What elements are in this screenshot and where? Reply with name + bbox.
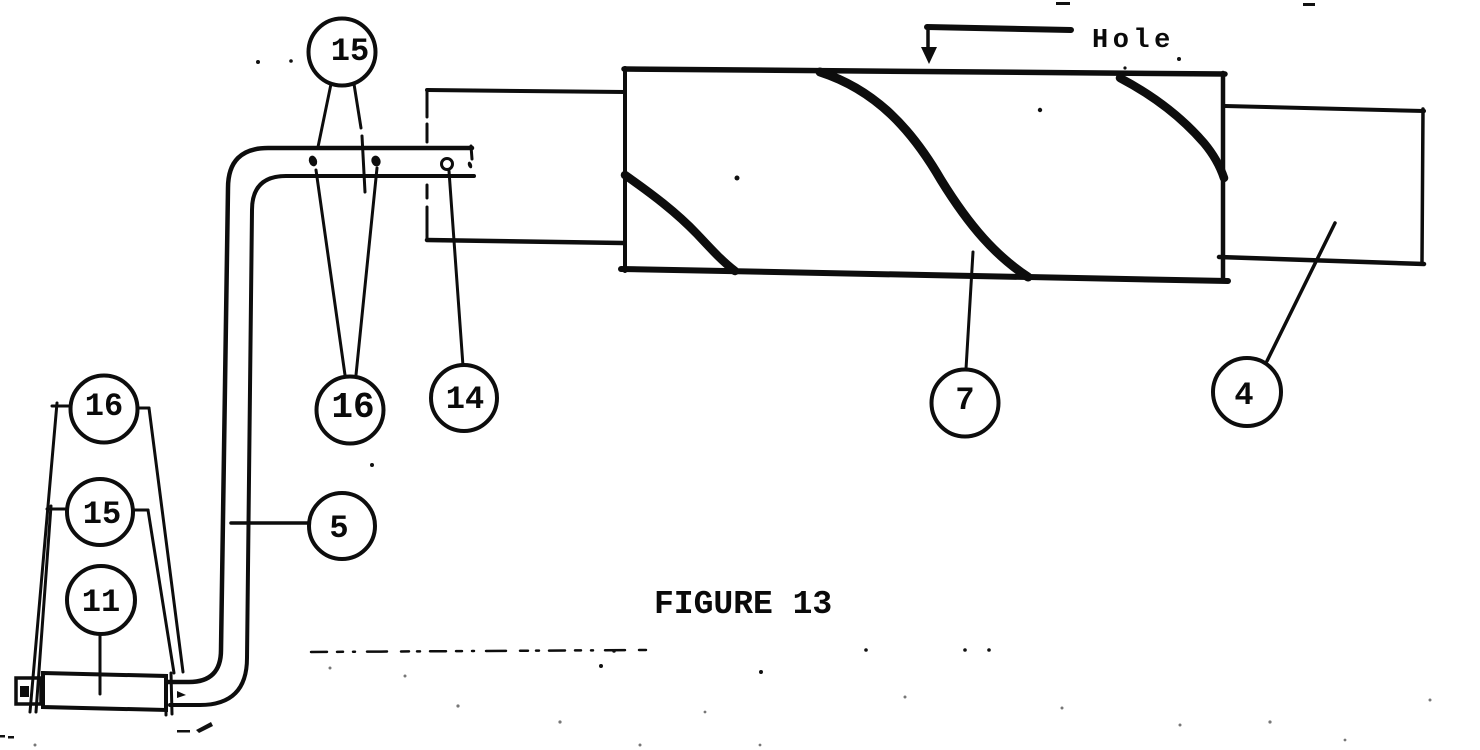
svg-text:16: 16 [331, 387, 374, 428]
svg-text:16: 16 [85, 388, 123, 425]
svg-text:15: 15 [83, 496, 121, 533]
svg-text:14: 14 [446, 381, 484, 418]
svg-text:Hole: Hole [1092, 26, 1175, 56]
svg-text:11: 11 [82, 584, 120, 621]
svg-text:15: 15 [331, 33, 369, 70]
svg-text:5: 5 [329, 510, 348, 547]
svg-text:4: 4 [1234, 377, 1253, 414]
svg-text:FIGURE 13: FIGURE 13 [654, 586, 832, 623]
svg-text:7: 7 [955, 382, 974, 419]
